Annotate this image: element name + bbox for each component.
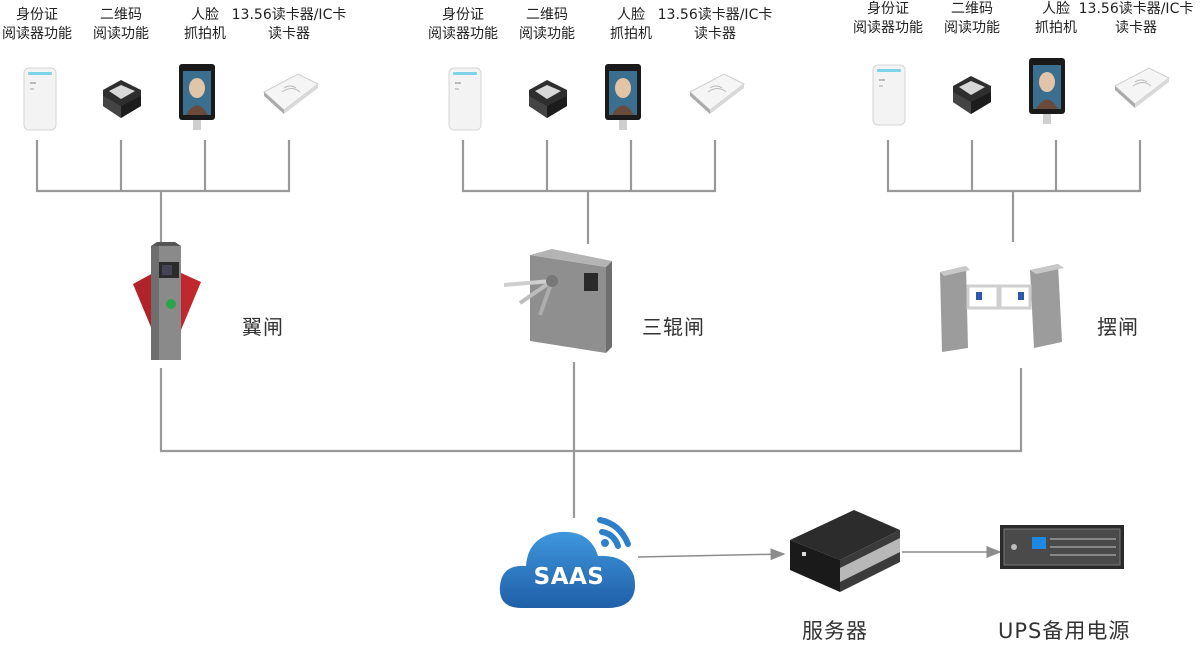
ic-card-reader-icon bbox=[689, 73, 745, 114]
reader-label-id-card: 身份证阅读器功能 bbox=[2, 7, 72, 42]
face-camera-icon bbox=[179, 64, 215, 130]
reader-label-ic-card: 13.56读卡器/IC卡读卡器 bbox=[1078, 1, 1194, 36]
reader-label-id-card: 身份证阅读器功能 bbox=[853, 1, 923, 36]
ic-card-reader-icon bbox=[263, 73, 319, 114]
ups-label: UPS备用电源 bbox=[998, 619, 1131, 643]
ic-card-reader-icon bbox=[1114, 67, 1170, 108]
reader-label-qr-code: 二维码阅读功能 bbox=[93, 7, 149, 42]
qr-scanner-icon bbox=[953, 76, 991, 114]
reader-label-face-camera: 人脸抓拍机 bbox=[184, 7, 226, 42]
reader-label-qr-code: 二维码阅读功能 bbox=[519, 7, 575, 42]
reader-label-qr-code: 二维码阅读功能 bbox=[944, 1, 1000, 36]
gate-label-tripod: 三辊闸 bbox=[642, 315, 705, 339]
tripod-turnstile-icon bbox=[503, 249, 612, 353]
saas-label: SAAS bbox=[533, 564, 605, 590]
flap-barrier-icon bbox=[133, 242, 201, 360]
reader-label-face-camera: 人脸抓拍机 bbox=[610, 7, 652, 42]
face-camera-icon bbox=[1029, 58, 1065, 124]
server-box-icon bbox=[790, 510, 900, 592]
id-card-reader-icon bbox=[23, 67, 57, 131]
id-card-reader-icon bbox=[448, 67, 482, 131]
id-card-reader-icon bbox=[872, 64, 906, 126]
reader-label-ic-card: 13.56读卡器/IC卡读卡器 bbox=[657, 7, 773, 42]
face-camera-icon bbox=[605, 64, 641, 130]
ups-rack-icon bbox=[1000, 525, 1124, 569]
qr-scanner-icon bbox=[529, 80, 567, 118]
reader-label-ic-card: 13.56读卡器/IC卡读卡器 bbox=[231, 7, 347, 42]
reader-label-id-card: 身份证阅读器功能 bbox=[428, 7, 498, 42]
gate-label-flap: 翼闸 bbox=[242, 315, 284, 339]
qr-scanner-icon bbox=[103, 80, 141, 118]
reader-label-face-camera: 人脸抓拍机 bbox=[1035, 1, 1077, 36]
saas-cloud-icon bbox=[499, 517, 635, 608]
swing-barrier-icon bbox=[940, 264, 1064, 352]
gate-label-swing: 摆闸 bbox=[1097, 315, 1139, 339]
server-label: 服务器 bbox=[802, 619, 868, 643]
